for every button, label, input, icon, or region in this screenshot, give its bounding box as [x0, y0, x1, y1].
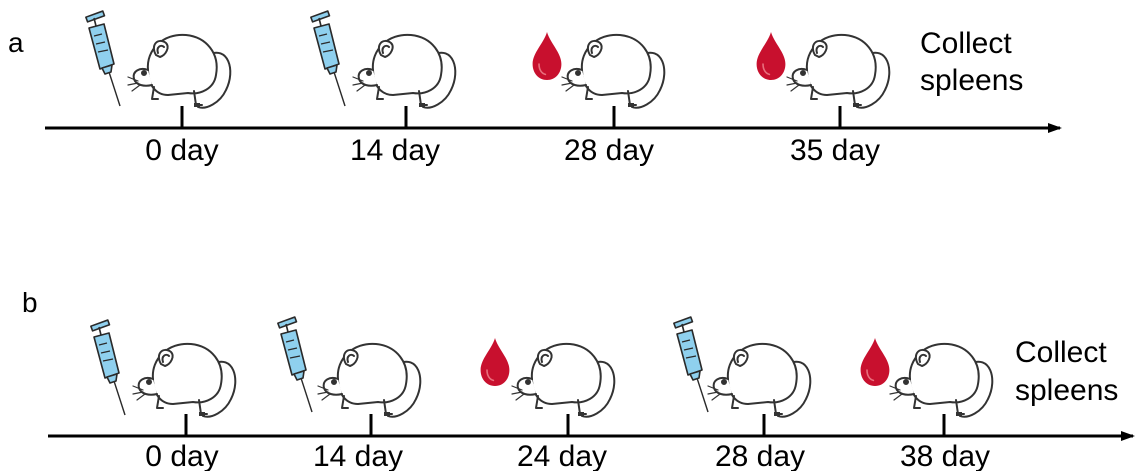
mouse-icon [890, 344, 992, 417]
end-note-line: spleens [920, 64, 1023, 97]
syringe-icon [86, 11, 120, 106]
event-3: 35 day [757, 32, 890, 167]
day-label: 0 day [145, 440, 218, 471]
panel-b: b 0 day 14 day 24 day 28 day [22, 287, 1133, 471]
end-note: Collect spleens [920, 27, 1023, 97]
syringe-icon [278, 317, 312, 412]
mouse-icon [133, 344, 235, 417]
mouse-icon [318, 344, 420, 417]
day-label: 0 day [145, 134, 218, 167]
day-label: 14 day [313, 440, 403, 471]
event-2: 28 day [533, 32, 665, 167]
day-label: 35 day [790, 134, 880, 167]
mouse-icon [512, 344, 614, 417]
day-label: 38 day [900, 440, 990, 471]
event-0: 0 day [86, 11, 230, 167]
end-note: Collect spleens [1015, 336, 1118, 407]
syringe-icon [311, 11, 345, 106]
panel-label: b [22, 287, 38, 318]
mouse-icon [562, 35, 664, 108]
event-0: 0 day [91, 320, 235, 471]
end-note-line: spleens [1015, 374, 1118, 407]
day-label: 24 day [517, 440, 607, 471]
mouse-icon [353, 35, 455, 108]
end-note-line: Collect [1015, 336, 1107, 369]
mouse-icon [128, 35, 230, 108]
blood-drop-icon [481, 338, 510, 386]
end-note-line: Collect [920, 27, 1012, 60]
event-4: 38 day [861, 338, 993, 471]
panel-label: a [8, 27, 24, 58]
blood-drop-icon [861, 338, 890, 386]
event-3: 28 day [674, 317, 810, 471]
mouse-icon [708, 344, 810, 417]
event-2: 24 day [481, 338, 615, 471]
day-label: 28 day [564, 134, 654, 167]
event-1: 14 day [278, 317, 420, 471]
mouse-icon [787, 35, 889, 108]
event-1: 14 day [311, 11, 455, 167]
blood-drop-icon [533, 32, 562, 80]
day-label: 14 day [350, 134, 440, 167]
syringe-icon [674, 317, 708, 412]
syringe-icon [91, 320, 125, 415]
day-label: 28 day [715, 440, 805, 471]
panel-a: a 0 day 14 day 28 day 35 day Colle [8, 11, 1060, 167]
blood-drop-icon [757, 32, 786, 80]
